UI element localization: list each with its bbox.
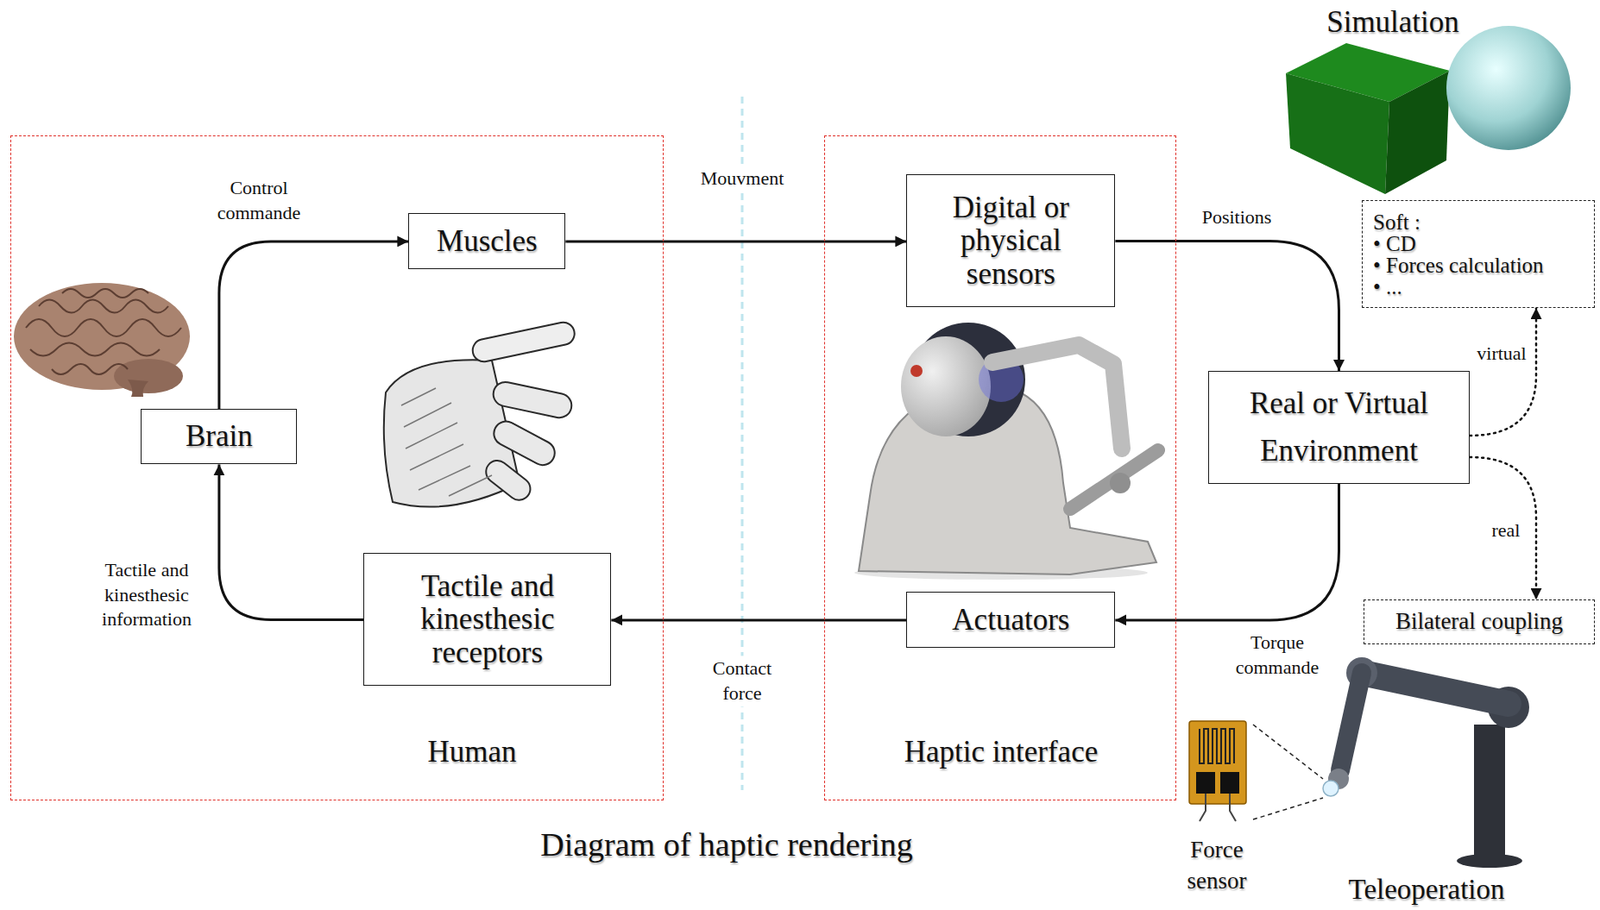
connector-arrow — [611, 618, 907, 622]
region-frame: Human MusclesBrainTactile and kinesthesic… — [10, 135, 664, 801]
brain-fold — [30, 343, 160, 357]
force-sensor-picture — [1189, 721, 1247, 822]
hand-hatching — [401, 388, 492, 497]
robot-tool — [1322, 781, 1339, 797]
leader-line — [1253, 724, 1323, 780]
sensor-pad — [1220, 772, 1240, 794]
cerebellum-shape — [113, 359, 183, 394]
picture-label: Teleoperation — [1348, 874, 1506, 906]
connector-arrow — [565, 239, 907, 243]
device-logo — [910, 365, 923, 378]
edge-label: Torque commande — [1233, 629, 1323, 681]
edge-label: Positions — [1199, 204, 1275, 232]
process-box: Real or Virtual Environment — [1208, 371, 1470, 485]
device-joint — [1109, 472, 1131, 494]
picture-label: Force sensor — [1187, 834, 1248, 898]
caption: Diagram of haptic rendering — [540, 825, 914, 864]
robot-arm-picture — [1322, 657, 1530, 869]
hand-finger — [491, 379, 574, 421]
box-text: • CD — [1373, 233, 1584, 255]
dotted-connector — [1469, 308, 1537, 436]
process-box: Muscles — [408, 213, 566, 270]
connector-arrow — [1114, 240, 1339, 372]
leader-lines — [1253, 724, 1323, 820]
sensor-lead — [1199, 793, 1236, 822]
hand-finger — [470, 320, 577, 364]
dotted-connector — [1469, 457, 1537, 600]
box-text: Brain — [151, 419, 286, 454]
device-stylus — [1070, 450, 1159, 510]
connector-arrow — [1114, 484, 1339, 621]
brainstem-shape — [127, 379, 149, 397]
cube-face — [1285, 73, 1390, 195]
brain-fold — [38, 300, 169, 314]
process-box: Digital or physical sensors — [906, 174, 1115, 308]
sphere-shape — [1446, 25, 1571, 151]
hand-finger — [481, 456, 536, 505]
brain-fold — [62, 289, 149, 298]
box-text: • Forces calculation — [1373, 254, 1584, 277]
process-box: Actuators — [906, 592, 1115, 649]
edge-label: Contact force — [710, 655, 775, 707]
sensor-body — [1189, 721, 1247, 805]
leader-line — [1253, 798, 1323, 820]
box-text: Bilateral coupling — [1374, 608, 1584, 636]
region-label: Human — [427, 735, 517, 770]
sensor-grid — [1199, 729, 1235, 764]
robot-upper-arm — [1361, 673, 1509, 705]
connector-arrow — [219, 241, 410, 410]
haptic-device-picture — [854, 322, 1159, 580]
edge-label: Tactile and kinesthesic information — [87, 557, 207, 634]
edge-label: virtual — [1474, 340, 1529, 368]
box-text: Digital or physical sensors — [917, 191, 1104, 292]
box-text: Muscles — [419, 224, 555, 259]
device-arm — [992, 345, 1122, 449]
brain-fold — [51, 364, 128, 375]
cube-face — [1385, 70, 1450, 195]
simulation-picture — [1285, 25, 1571, 195]
brain-fold — [25, 319, 182, 337]
box-text: Tactile and kinesthesic receptors — [374, 570, 600, 671]
dashed-box: Bilateral coupling — [1363, 599, 1595, 645]
edge-label: Control commande — [214, 175, 304, 227]
box-text: Soft : — [1373, 211, 1584, 234]
robot-forearm — [1340, 673, 1362, 771]
picture-label: Simulation — [1326, 4, 1460, 41]
process-box: Brain — [140, 409, 297, 465]
box-text: • ... — [1373, 276, 1584, 298]
edge-label: Mouvment — [698, 165, 788, 193]
region-frame: Haptic interface Digital or physical sens… — [824, 135, 1177, 801]
note-box: Soft :• CD• Forces calculation• ... — [1361, 200, 1595, 309]
hand-picture — [384, 320, 577, 507]
sensor-pad — [1196, 772, 1216, 794]
edge-label: real — [1489, 517, 1524, 545]
box-text: Real or Virtual Environment — [1219, 380, 1459, 475]
box-text: Actuators — [917, 603, 1104, 638]
region-label: Haptic interface — [904, 735, 1098, 770]
connector-arrow — [219, 464, 365, 620]
process-box: Tactile and kinesthesic receptors — [363, 553, 612, 687]
brain-picture — [13, 283, 190, 397]
robot-pedestal — [1474, 724, 1506, 860]
device-head-cap — [900, 336, 991, 437]
